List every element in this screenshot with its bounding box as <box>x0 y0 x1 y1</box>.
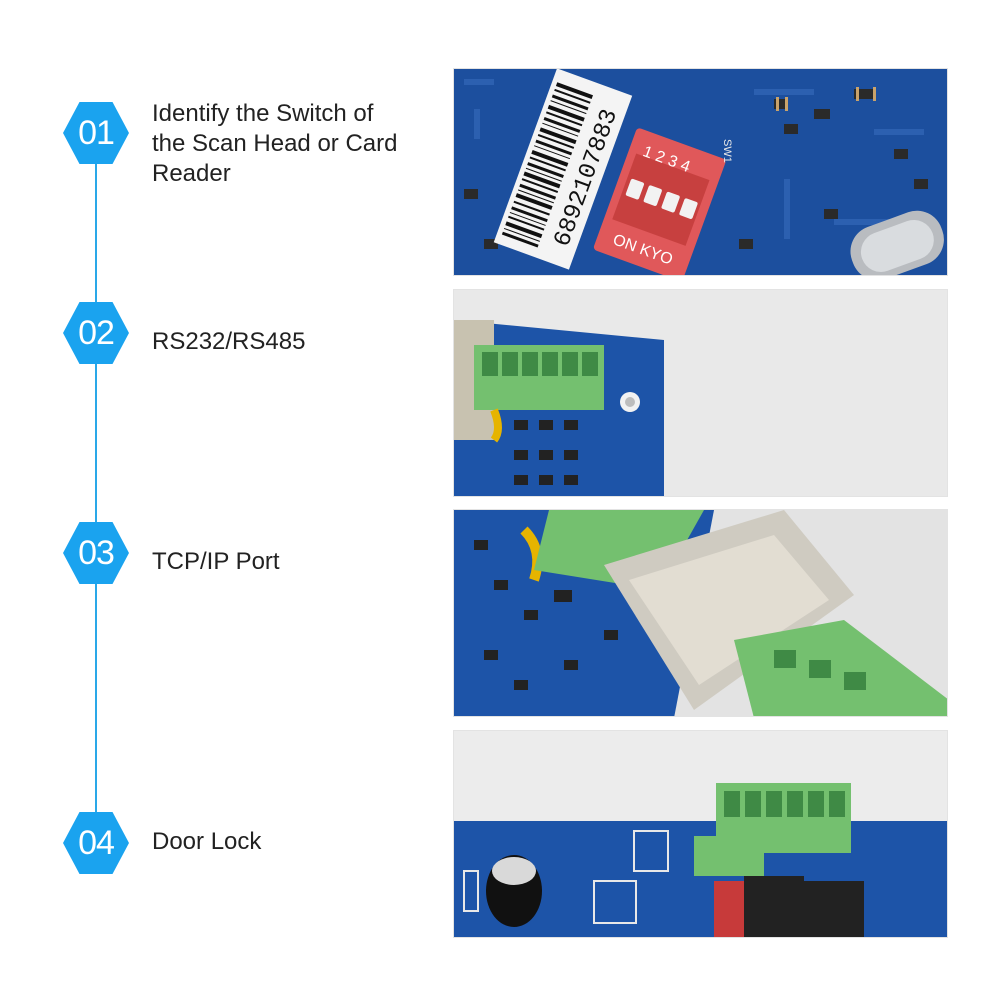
photo-rs232-rs485 <box>453 289 948 497</box>
step-number: 01 <box>78 113 115 152</box>
step-number: 03 <box>78 533 115 572</box>
step-label-line: Reader <box>152 160 231 187</box>
photo-door-lock <box>453 730 948 938</box>
timeline-line <box>95 130 97 850</box>
photo-tcp-ip-port <box>453 509 948 717</box>
step-label: RS232/RS485 <box>152 328 306 355</box>
step-label-line: the Scan Head or Card <box>152 130 398 157</box>
step-number-badge: 04 <box>63 811 129 875</box>
step-number: 02 <box>78 313 115 352</box>
step-label: Identify the Switch of the Scan Head or … <box>152 99 397 189</box>
silk-label: SW1 <box>721 139 733 163</box>
step-label: TCP/IP Port <box>152 548 280 575</box>
step-number-badge: 02 <box>63 301 129 365</box>
step-label-line: Identify the Switch of <box>152 100 374 127</box>
step-label: Door Lock <box>152 828 262 855</box>
photo-dip-switch: 6892107883 1 2 3 4 ON KYO SW1 <box>453 68 948 276</box>
step-number-badge: 03 <box>63 521 129 585</box>
step-number: 04 <box>78 823 115 862</box>
step-number-badge: 01 <box>63 101 129 165</box>
